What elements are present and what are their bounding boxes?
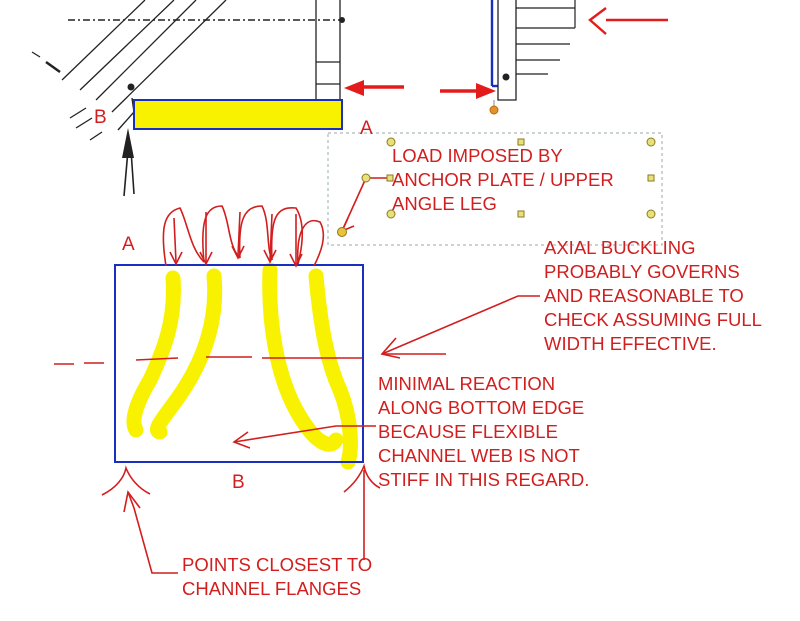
note-axial-buckling[interactable]: AXIAL BUCKLING PROBABLY GOVERNS AND REAS… [544, 237, 762, 354]
diagonal-line-2 [79, 0, 175, 91]
note-reaction-line-1: MINIMAL REACTION [378, 373, 555, 394]
bolt-dot-right [502, 73, 510, 81]
note-load-line-3: ANGLE LEG [392, 193, 497, 214]
buckling-leader [381, 295, 540, 355]
load-bumps [162, 205, 325, 268]
flange-mark-left [101, 465, 151, 496]
load-head-5 [289, 253, 303, 268]
top-right-detail [489, 0, 576, 115]
up-arrow-shaft-2 [130, 149, 135, 195]
note-buckling-line-2: PROBABLY GOVERNS [544, 261, 740, 282]
note-channel-flanges[interactable]: POINTS CLOSEST TO CHANNEL FLANGES [182, 554, 372, 599]
resize-handle-top-right[interactable] [646, 137, 656, 147]
yield-line-2 [150, 268, 223, 440]
load-head-3 [231, 245, 245, 260]
note-reaction-line-3: BECAUSE FLEXIBLE [378, 421, 558, 442]
plate-centerline [54, 356, 362, 365]
top-left-detail [31, 0, 345, 197]
load-line-4 [269, 213, 273, 261]
anchor-plate-highlight [133, 99, 343, 130]
load-line-3 [237, 211, 241, 257]
points-leader-head [123, 490, 141, 513]
anchor-point [489, 105, 499, 115]
load-note-selection[interactable] [327, 132, 663, 246]
reaction-leader [233, 425, 376, 443]
load-head-1 [169, 251, 183, 266]
flange-mark-right [343, 463, 381, 493]
resize-handle-bottom-right[interactable] [646, 209, 656, 219]
load-head-2 [199, 251, 213, 266]
label-top-a: A [360, 118, 373, 139]
note-points-line-2: CHANNEL FLANGES [182, 578, 361, 599]
note-buckling-line-5: WIDTH EFFECTIVE. [544, 333, 717, 354]
hatch-mark-3 [69, 107, 87, 119]
load-arrows [344, 7, 668, 99]
note-buckling-line-1: AXIAL BUCKLING [544, 237, 695, 258]
resize-handle-right[interactable] [647, 174, 655, 182]
leader-handle-knee[interactable] [361, 173, 371, 183]
resize-handle-bottom-left[interactable] [386, 209, 396, 219]
bolt-dot-left [127, 83, 135, 91]
label-plate-b: B [232, 472, 245, 493]
load-head-4 [263, 249, 277, 264]
reaction-leader-head [232, 431, 251, 449]
centerline-seg-3 [135, 357, 179, 361]
plate-outline [114, 264, 364, 463]
arrow-right-head [476, 83, 496, 99]
hatch-mark-1 [45, 60, 61, 74]
note-reaction-line-4: CHANNEL WEB IS NOT [378, 445, 580, 466]
bump-1 [162, 207, 205, 267]
bracket-outline [117, 97, 135, 131]
hatch-mark-4 [75, 117, 93, 129]
points-leader [127, 491, 178, 574]
leader-handle-end[interactable] [337, 227, 347, 237]
note-buckling-line-3: AND REASONABLE TO [544, 285, 744, 306]
yield-lines [126, 262, 358, 470]
up-arrow-shaft-1 [123, 149, 129, 197]
note-minimal-reaction[interactable]: MINIMAL REACTION ALONG BOTTOM EDGE BECAU… [378, 373, 589, 490]
yield-line-4 [308, 268, 358, 470]
note-selection-frame [327, 132, 663, 246]
load-line-1 [173, 217, 177, 263]
note-reaction-line-2: ALONG BOTTOM EDGE [378, 397, 584, 418]
label-plate-a: A [122, 234, 135, 255]
arrow-left-head [344, 80, 364, 96]
arrow-top-head [588, 7, 607, 35]
plate-sketch [54, 205, 364, 470]
note-points-line-1: POINTS CLOSEST TO [182, 554, 372, 575]
bump-2 [202, 205, 241, 263]
resize-handle-left[interactable] [386, 174, 394, 182]
note-load-line-2: ANCHOR PLATE / UPPER [392, 169, 614, 190]
note-load-imposed[interactable]: LOAD IMPOSED BY ANCHOR PLATE / UPPER ANG… [392, 145, 614, 214]
resize-handle-bottom[interactable] [517, 210, 525, 218]
bump-4 [270, 207, 304, 265]
bump-3 [238, 205, 273, 261]
bump-5 [296, 219, 325, 267]
diagonal-line-4 [111, 0, 227, 113]
note-reaction-line-5: STIFF IN THIS REGARD. [378, 469, 589, 490]
hatch-mark-5 [89, 131, 103, 141]
note-leaders [101, 295, 540, 574]
resize-handle-top[interactable] [517, 138, 525, 146]
yield-line-1 [126, 270, 181, 438]
label-top-b: B [94, 107, 107, 128]
resize-handle-top-left[interactable] [386, 137, 396, 147]
note-load-line-1: LOAD IMPOSED BY [392, 145, 563, 166]
diagonal-line-1 [61, 0, 146, 81]
note-buckling-line-4: CHECK ASSUMING FULL [544, 309, 762, 330]
diagonal-line-3 [95, 0, 197, 101]
hatch-mark-2 [31, 51, 41, 58]
channel-flange-outline [497, 0, 517, 101]
yield-line-3 [262, 262, 344, 452]
